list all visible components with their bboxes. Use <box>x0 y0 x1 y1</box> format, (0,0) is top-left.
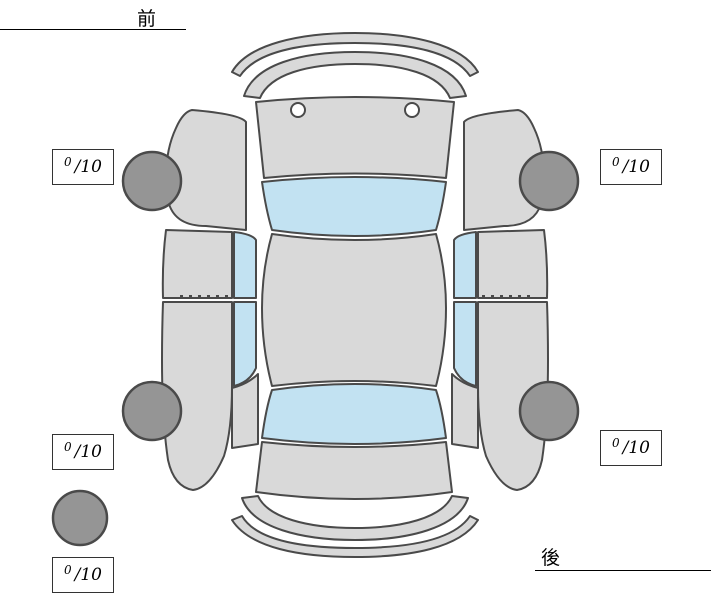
score-max: /10 <box>622 438 650 458</box>
left-front-window <box>233 231 257 299</box>
left-front-door <box>161 229 233 299</box>
rear-bumper-outer <box>231 515 479 558</box>
score-value: 0 <box>64 440 72 454</box>
wheel-front-left <box>121 150 183 212</box>
right-washer-nozzle <box>404 102 420 118</box>
right-front-door <box>477 229 549 299</box>
left-washer-nozzle <box>290 102 306 118</box>
score-value: 0 <box>612 155 620 169</box>
trunk <box>255 441 453 500</box>
wheel-front-right <box>518 150 580 212</box>
score-box-spare: 0 /10 <box>52 557 114 593</box>
score-box-rear-left: 0 /10 <box>52 434 114 470</box>
right-rear-quarter <box>477 301 549 491</box>
windshield <box>261 176 447 237</box>
score-max: /10 <box>74 157 102 177</box>
roof <box>261 233 447 387</box>
right-front-window <box>453 231 477 299</box>
left-rear-quarter <box>161 301 233 491</box>
score-box-front-left: 0 /10 <box>52 149 114 185</box>
score-box-front-right: 0 /10 <box>600 149 662 185</box>
score-max: /10 <box>74 565 102 585</box>
score-box-rear-right: 0 /10 <box>600 430 662 466</box>
score-max: /10 <box>74 442 102 462</box>
left-c-pillar <box>231 373 259 449</box>
rear-label: 後 <box>541 547 562 569</box>
rear-underline <box>535 570 711 571</box>
wheel-rear-right <box>518 380 580 442</box>
front-bumper <box>243 51 467 99</box>
hood <box>255 96 455 179</box>
front-label: 前 <box>137 8 158 30</box>
score-value: 0 <box>64 563 72 577</box>
front-bumper-outer <box>231 32 479 77</box>
score-max: /10 <box>622 157 650 177</box>
rear-bumper <box>241 495 469 541</box>
left-side-panels <box>161 109 259 491</box>
score-value: 0 <box>64 155 72 169</box>
spare-tire <box>51 489 109 547</box>
right-rear-window <box>453 301 477 387</box>
wheel-rear-left <box>121 380 183 442</box>
score-value: 0 <box>612 436 620 450</box>
right-c-pillar <box>451 373 479 449</box>
front-underline <box>0 29 186 30</box>
right-side-panels <box>451 109 549 491</box>
rear-windshield <box>261 383 447 445</box>
left-rear-window <box>233 301 257 387</box>
